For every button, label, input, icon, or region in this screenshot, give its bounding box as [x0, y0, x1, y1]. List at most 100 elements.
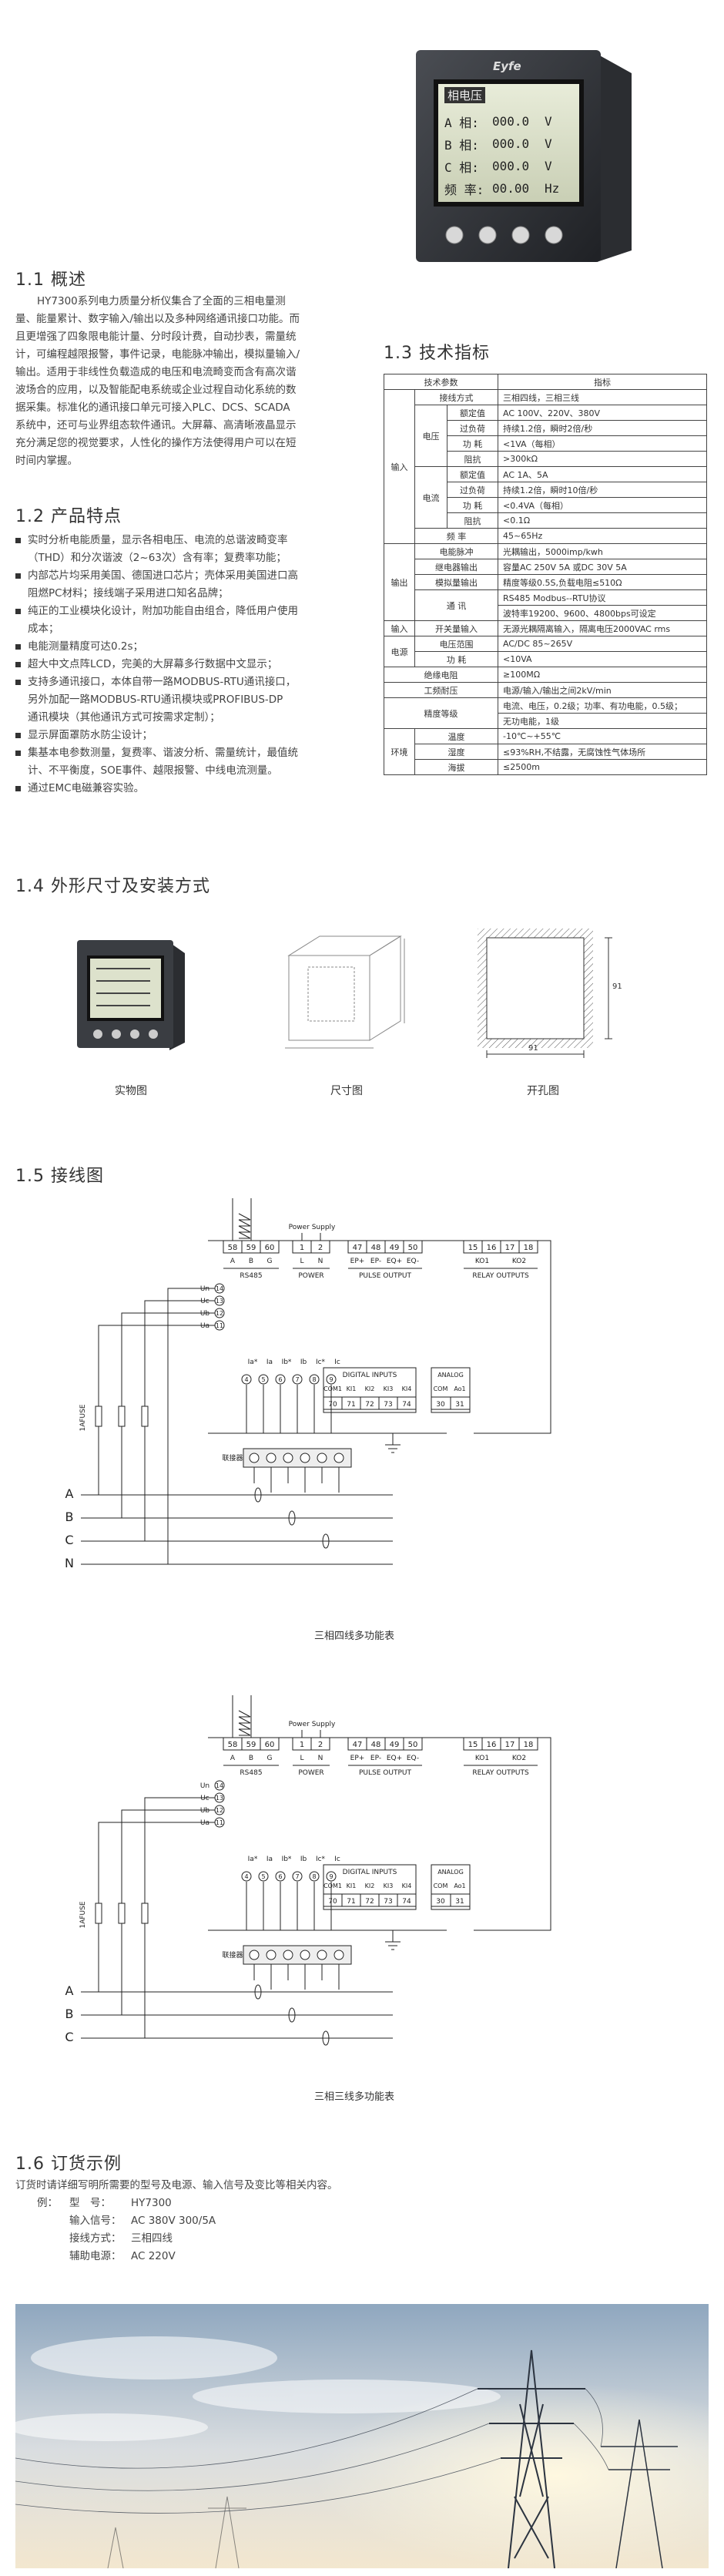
- feature-item: 实时分析电能质量，显示各相电压、电流的总谐波畸变率（THD）和分次谐波（2~63…: [15, 532, 377, 567]
- caption-dimension: 尺寸图: [330, 1085, 363, 1097]
- feature-item: 显示屏面罩防水防尘设计；: [15, 727, 377, 744]
- spec-value: 光耦输出，5000imp/kwh: [498, 543, 707, 559]
- spec-key: 通 讯: [414, 589, 498, 621]
- fuse: [118, 1903, 126, 1924]
- overview-line: 系统中，还可与业界组态软件通讯。大屏幕、高清晰液晶显示: [15, 419, 297, 432]
- digital-signal: KI1: [347, 1385, 357, 1392]
- spec-key: 模拟量输出: [414, 574, 498, 590]
- digital-inputs-label: DIGITAL INPUTS: [343, 1372, 397, 1379]
- current-terminal-number: 6: [278, 1873, 282, 1880]
- meter-row-label: A 相:: [444, 115, 479, 130]
- analog-signal: COM: [434, 1882, 448, 1889]
- current-terminal-number: 9: [329, 1376, 333, 1383]
- voltage-lead: [98, 1325, 215, 1495]
- terminal-signal: B: [249, 1258, 253, 1265]
- terminal-number: 47: [353, 1244, 363, 1252]
- terminal-number: 49: [390, 1741, 400, 1749]
- ground-symbol: [385, 1433, 401, 1453]
- terminal-number: 31: [455, 1401, 464, 1409]
- order-value: AC 220V: [131, 2250, 176, 2262]
- fuse: [95, 1406, 102, 1427]
- spec-value: >300kΩ: [498, 451, 707, 467]
- terminal-signal: A: [230, 1258, 236, 1265]
- spec-value: <1VA（每相）: [498, 435, 707, 452]
- dims-photo: [73, 936, 189, 1052]
- rs485-cable: [238, 1722, 251, 1730]
- features-heading: 1.2 产品特点: [15, 507, 122, 526]
- spec-value: 持续1.2倍，瞬时10倍/秒: [498, 482, 707, 498]
- meter-row-value: 000.0: [492, 136, 530, 151]
- current-terminal: [275, 1374, 286, 1385]
- terminal-signal: EQ-: [407, 1258, 419, 1265]
- order-row: 输入信号：AC 380V 300/5A: [69, 2212, 216, 2230]
- spec-value: 精度等级0.5S,负载电阻≤510Ω: [498, 574, 707, 590]
- overview-heading: 1.1 概述: [15, 270, 86, 290]
- power-supply-label: Power Supply: [289, 1224, 336, 1231]
- voltage-terminal-number: 13: [216, 1795, 223, 1802]
- terminal-signal: L: [300, 1755, 303, 1762]
- fuse-label: 1AFUSE: [79, 1404, 87, 1431]
- feature-line: 显示屏面罩防水防尘设计；: [28, 729, 153, 741]
- strip-screw: [317, 1950, 327, 1960]
- spec-value: AC 1A、5A: [498, 466, 707, 482]
- current-transformer: [322, 1533, 330, 1549]
- feature-item: 通过EMC电磁兼容实验。: [15, 780, 377, 798]
- voltage-terminal-number: 14: [216, 1285, 223, 1292]
- spec-value: 持续1.2倍，瞬时2倍/秒: [498, 420, 707, 436]
- dims-heading: 1.4 外形尺寸及安装方式: [15, 877, 210, 896]
- spec-key: 额定值: [447, 466, 498, 482]
- terminal-box: [518, 1240, 538, 1254]
- caption-3wire: 三相三线多功能表: [313, 2091, 394, 2103]
- meter-row-label: 频 率:: [444, 182, 484, 197]
- overview-line: 输出。适用于非线性负载造成的电压和电流畸变而含有高次谐: [15, 366, 297, 378]
- spec-row: 功 耗<10VA: [384, 651, 707, 667]
- voltage-terminal-number: 12: [216, 1807, 223, 1814]
- current-signal: Ib: [300, 1359, 307, 1366]
- order-example-label: 例：: [37, 2197, 58, 2209]
- spec-value: 电源/输入/输出之间2kV/min: [498, 682, 707, 698]
- cutout-drawing: 91 91: [478, 929, 632, 1063]
- terminal-box: [397, 1396, 417, 1410]
- spec-key: 接线方式: [414, 389, 498, 405]
- strip-screw: [266, 1453, 277, 1463]
- spec-value: AC 100V、220V、380V: [498, 405, 707, 421]
- terminal-number: 59: [246, 1741, 256, 1749]
- analog-label: ANALOG: [437, 1372, 464, 1379]
- digital-signal: KI4: [402, 1385, 412, 1392]
- current-terminal: [326, 1374, 337, 1385]
- current-signal: Ia*: [248, 1359, 258, 1366]
- terminal-signal: N: [318, 1258, 323, 1265]
- spec-header-row: 技术参数 指标: [384, 374, 707, 390]
- terminal-number: 1: [300, 1244, 304, 1252]
- voltage-lead: [121, 1809, 215, 2015]
- voltage-signal: Uc: [200, 1298, 209, 1305]
- meter-row-value: 000.0: [492, 114, 530, 129]
- voltage-signal: Ua: [200, 1819, 209, 1827]
- spec-value: ≥100MΩ: [498, 667, 707, 683]
- terminal-number: 47: [353, 1741, 363, 1749]
- current-signal: Ic: [334, 1359, 340, 1366]
- strip-screw: [283, 1950, 293, 1960]
- order-key: 输入信号：: [69, 2215, 122, 2227]
- feature-item: 纯正的工业模块化设计，附加功能自由组合，降低用户使用成本；: [15, 603, 377, 638]
- feature-line: 支持多通讯接口，本体自带一路MODBUS-RTU通讯接口，: [28, 676, 297, 688]
- spec-row: 精度等级 电流、电压，0.2级；功率、有功电能，0.5级；: [384, 697, 707, 729]
- terminal-number: 2: [318, 1244, 323, 1252]
- rs485-cable: [238, 1225, 251, 1233]
- spec-value: <0.1Ω: [498, 512, 707, 529]
- spec-row: 阻抗<0.1Ω: [384, 512, 707, 529]
- digital-signal: KI3: [384, 1385, 394, 1392]
- spec-value: <0.4VA（每相）: [498, 497, 707, 513]
- current-signal: Ia: [266, 1359, 273, 1366]
- terminal-signal: G: [267, 1258, 273, 1265]
- spec-value: AC/DC 85~265V: [498, 636, 707, 652]
- terminal-number: 17: [505, 1741, 515, 1749]
- spec-group-env: 环境: [384, 728, 415, 775]
- rs485-cable: [238, 1710, 251, 1718]
- meter-row-label: B 相:: [444, 137, 479, 153]
